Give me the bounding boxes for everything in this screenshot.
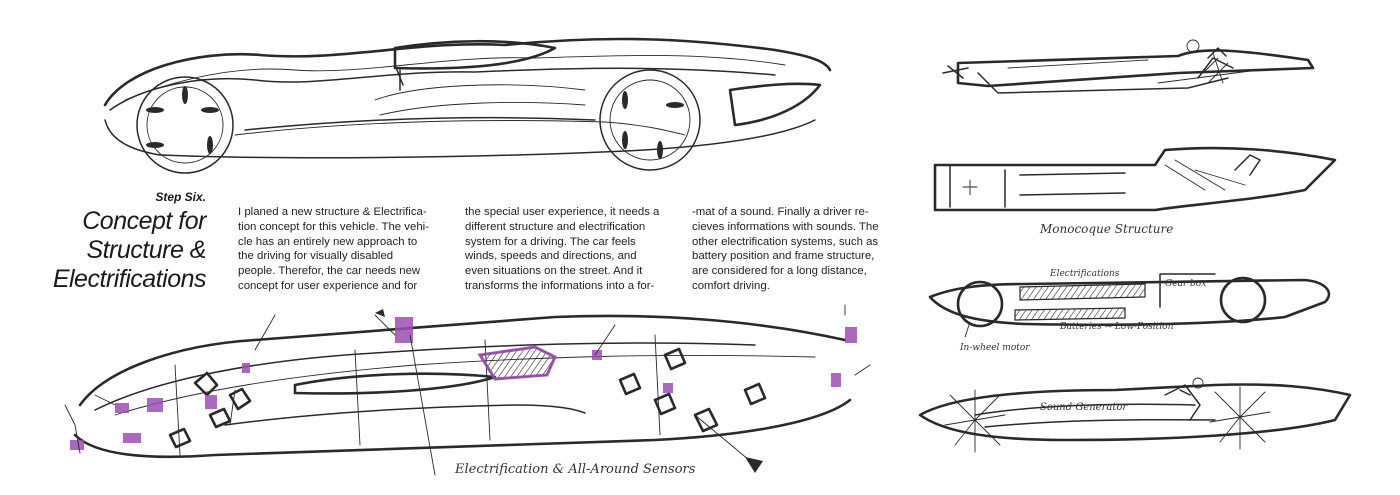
electrifications-annotation: Electrifications <box>1049 269 1120 279</box>
gear-box-annotation: Gear box <box>1165 279 1206 289</box>
in-wheel-motor-annotation: In-wheel motor <box>959 343 1030 353</box>
monocoque-sketch: Monocoque Structure <box>925 145 1345 240</box>
sound-generator-annotation: Sound Generator <box>1040 402 1128 413</box>
electrification-layout-sketch: Electrifications Gear box Batteries → Lo… <box>925 262 1345 362</box>
frame-skeleton-sketch <box>928 38 1328 113</box>
top-car-sketch <box>85 10 845 185</box>
monocoque-annotation: Monocoque Structure <box>1039 222 1173 236</box>
sensor-car-sketch: Electrification & All-Around Sensors <box>55 295 875 490</box>
concept-title-text: Concept for Structure & Electrifications <box>52 207 207 293</box>
body-column-1: I planed a new structure & Electrifica- … <box>238 206 429 292</box>
sound-generator-sketch: Sound Generator <box>915 375 1355 465</box>
batteries-annotation: Batteries → Low-Position <box>1059 322 1174 332</box>
body-column-2: the special user experience, it needs a … <box>465 206 660 292</box>
step-label: Step Six. <box>155 190 206 204</box>
body-column-3: -mat of a sound. Finally a driver re- ci… <box>692 206 879 292</box>
concept-title: Concept for Structure & Electrifications <box>30 207 207 293</box>
sensors-annotation: Electrification & All-Around Sensors <box>454 462 696 477</box>
